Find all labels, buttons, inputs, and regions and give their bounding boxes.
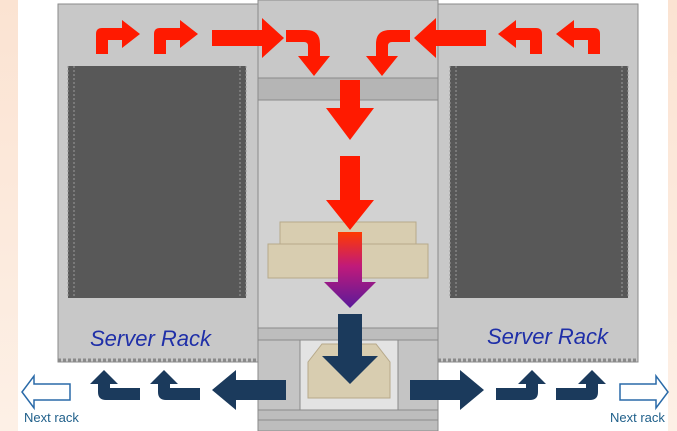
- hot-arrow-left-3-icon: [212, 18, 284, 58]
- server-rack-left: [57, 3, 259, 363]
- rack-body-right: [450, 66, 628, 298]
- cold-air-flow: [90, 314, 606, 410]
- next-rack-right-label: Next rack: [610, 410, 665, 425]
- next-rack-left-arrow-icon: [21, 373, 71, 411]
- hot-arrow-down-1-icon: [326, 80, 374, 140]
- cold-arrow-right-3-icon: [410, 370, 484, 410]
- hot-arrow-down-2-icon: [326, 156, 374, 230]
- server-rack-left-label: Server Rack: [90, 326, 212, 351]
- hot-arrow-right-2-icon: [498, 20, 542, 54]
- cold-arrow-down-icon: [322, 314, 378, 384]
- hot-arrow-right-1-icon: [556, 20, 600, 54]
- rack-left-rails: [67, 66, 247, 298]
- cold-arrow-left-3-icon: [212, 370, 286, 410]
- rack-right-rails: [449, 66, 629, 298]
- hot-air-flow: [96, 18, 600, 230]
- cold-arrow-right-2-icon: [496, 370, 546, 400]
- hot-arrow-right-curve-icon: [366, 30, 410, 76]
- cooling-arrow-icon: [324, 232, 376, 308]
- cold-arrow-left-1-icon: [90, 370, 140, 400]
- rack-body-left: [68, 66, 246, 298]
- next-rack-left-label: Next rack: [24, 410, 79, 425]
- server-rack-right-label: Server Rack: [487, 324, 609, 349]
- hot-arrow-right-3-icon: [414, 18, 486, 58]
- cold-arrow-right-1-icon: [556, 370, 606, 400]
- hot-arrow-left-2-icon: [154, 20, 198, 54]
- hot-arrow-left-curve-icon: [286, 30, 330, 76]
- hot-arrow-left-1-icon: [96, 20, 140, 54]
- next-rack-right-arrow-icon: [619, 373, 669, 411]
- server-rack-right: [437, 3, 639, 363]
- cold-arrow-left-2-icon: [150, 370, 200, 400]
